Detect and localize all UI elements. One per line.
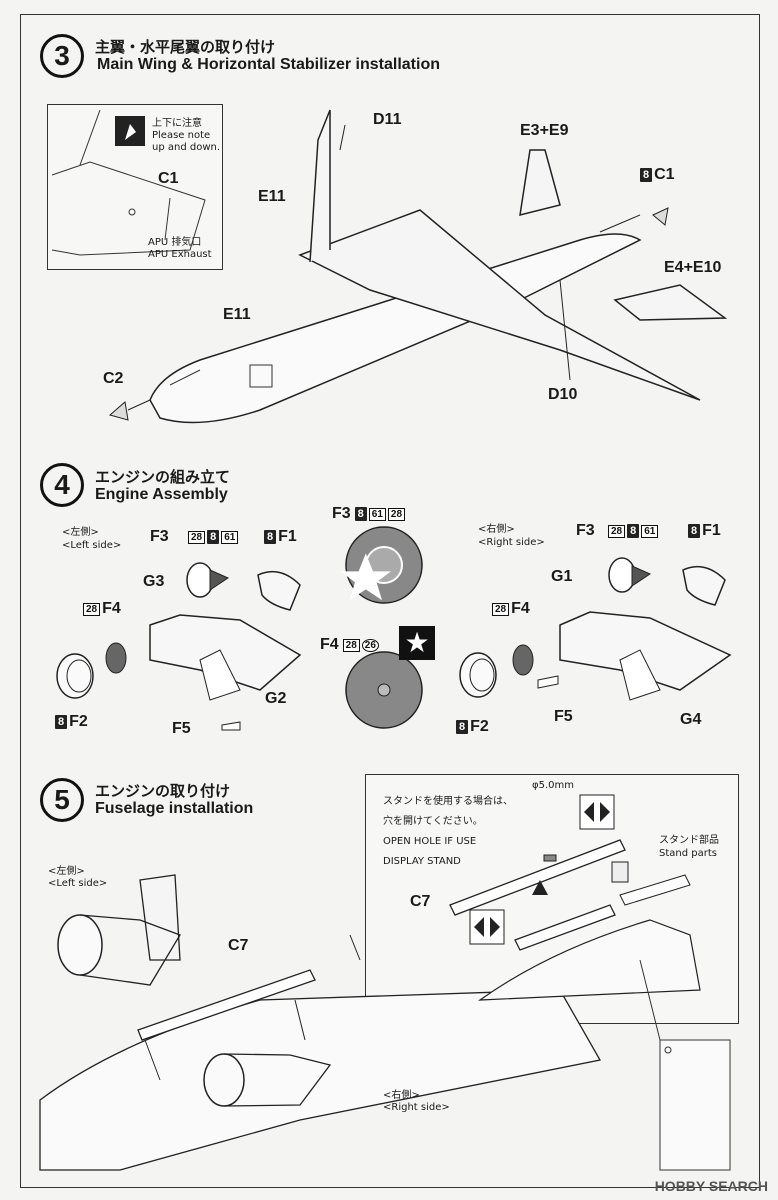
right-f4-group: 28 F4: [492, 600, 530, 618]
paint-badge: 8: [688, 524, 701, 538]
stand-note-jp-2: 穴を開けてください。: [383, 816, 483, 827]
step-5-title-jp: エンジンの取り付け: [95, 782, 231, 800]
stand-note-en-2: DISPLAY STAND: [383, 856, 461, 867]
note-en-2: up and down.: [152, 142, 221, 153]
left-f2: F2: [69, 713, 88, 730]
paint-badge: 61: [221, 530, 239, 544]
center-f4-group: F4 28 26: [320, 636, 381, 654]
step-4-number: 4: [40, 463, 84, 507]
left-side-en: <Left side>: [62, 540, 122, 551]
watermark: HOBBY SEARCH: [654, 1178, 768, 1194]
inset-part-c1: C1: [158, 170, 179, 187]
right-g1: G1: [551, 568, 573, 585]
left-g3: G3: [143, 573, 165, 590]
paint-badge: 28: [492, 602, 510, 616]
stand-note-jp-1: スタンドを使用する場合は、: [383, 796, 513, 807]
right-f2: F2: [470, 718, 489, 735]
paint-badge: 28: [342, 638, 360, 652]
part-e3e9: E3+E9: [520, 122, 569, 139]
left-f3-paints: 28 8 61: [188, 530, 240, 544]
apu-jp: APU 排気口: [148, 237, 202, 248]
paint-badge: 28: [83, 602, 101, 616]
part-e11-b: E11: [223, 306, 251, 323]
right-f2-group: 8 F2: [456, 718, 489, 736]
right-side-en: <Right side>: [478, 537, 545, 548]
right-f4: F4: [511, 600, 530, 617]
step5-c7: C7: [228, 937, 249, 954]
center-f3: F3: [332, 505, 351, 522]
left-f4: F4: [102, 600, 121, 617]
note-jp: 上下に注意: [152, 118, 202, 129]
left-f2-group: 8 F2: [55, 713, 88, 731]
step-4-title-jp: エンジンの組み立て: [95, 468, 231, 486]
paint-badge: 8: [627, 524, 640, 538]
part-c2: C2: [103, 370, 124, 387]
part-c1-group: 8 C1: [640, 166, 675, 184]
part-e4e10: E4+E10: [664, 259, 722, 276]
stand-parts-en: Stand parts: [659, 848, 717, 859]
left-f1-group: 8 F1: [264, 528, 297, 546]
step5-left-en: <Left side>: [48, 878, 108, 889]
paint-badge: 8: [207, 530, 220, 544]
right-f1: F1: [702, 522, 721, 539]
right-side-jp: <右側>: [478, 524, 515, 535]
paint-badge: 28: [387, 507, 406, 521]
part-e11-a: E11: [258, 188, 286, 205]
part-c1: C1: [654, 166, 675, 183]
paint-badge: 61: [368, 507, 386, 521]
part-d10: D10: [548, 386, 578, 403]
stand-note-en-1: OPEN HOLE IF USE: [383, 836, 477, 847]
step-3-title-jp: 主翼・水平尾翼の取り付け: [95, 38, 276, 56]
left-f1: F1: [278, 528, 297, 545]
paint-badge: 8: [640, 168, 653, 182]
paint-badge: 28: [188, 530, 206, 544]
apu-en: APU Exhaust: [148, 249, 212, 260]
right-g4: G4: [680, 711, 702, 728]
step5-right-en: <Right side>: [383, 1102, 450, 1113]
left-f5: F5: [172, 720, 191, 737]
part-d11: D11: [373, 111, 402, 128]
step-5-number: 5: [40, 778, 84, 822]
step-5-title-en: Fuselage installation: [95, 800, 254, 817]
left-f3: F3: [150, 528, 169, 545]
inset-c7: C7: [410, 893, 431, 910]
stand-parts-jp: スタンド部品: [659, 835, 719, 846]
note-en-1: Please note: [152, 130, 211, 141]
step-3-number: 3: [40, 34, 84, 78]
step-3-title-en: Main Wing & Horizontal Stabilizer instal…: [97, 56, 440, 73]
right-f3-paints: 28 8 61: [608, 524, 660, 538]
center-f3-group: F3 8 61 28: [332, 505, 407, 523]
step5-left-jp: <左側>: [48, 866, 85, 877]
right-f1-group: 8 F1: [688, 522, 721, 540]
left-side-jp: <左側>: [62, 527, 99, 538]
paint-badge: 61: [641, 524, 659, 538]
star-insignia-icon: ★: [399, 626, 435, 660]
left-f4-group: 28 F4: [83, 600, 121, 618]
paint-badge: 8: [456, 720, 469, 734]
drill-size: φ5.0mm: [532, 780, 574, 791]
paint-badge: 26: [361, 638, 379, 652]
center-f4: F4: [320, 636, 339, 653]
step5-right-jp: <右側>: [383, 1090, 420, 1101]
right-f3: F3: [576, 522, 595, 539]
page-frame: [20, 14, 760, 1188]
left-g2: G2: [265, 690, 287, 707]
paint-badge: 8: [354, 507, 367, 521]
paint-badge: 28: [608, 524, 626, 538]
step-4-title-en: Engine Assembly: [95, 486, 228, 503]
right-f5: F5: [554, 708, 573, 725]
paint-badge: 8: [264, 530, 277, 544]
paint-badge: 8: [55, 715, 68, 729]
